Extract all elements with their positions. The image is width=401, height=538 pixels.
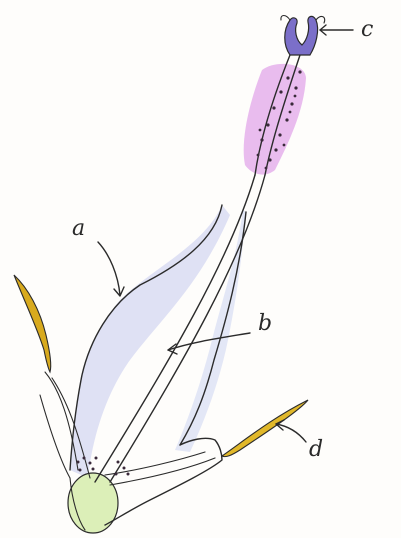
arrow-icon	[168, 333, 250, 350]
lemma-outline	[105, 438, 222, 525]
pollen-wash	[244, 64, 306, 175]
label-c: c	[361, 17, 373, 42]
stigma	[285, 16, 318, 55]
arrow-icon	[276, 424, 306, 442]
label-a: a	[72, 216, 85, 241]
bract-d	[222, 400, 308, 457]
stigma-curl-left	[281, 16, 290, 21]
label-d: d	[309, 437, 323, 462]
label-b: b	[258, 311, 272, 336]
bract-left	[14, 275, 51, 372]
arrow-icon	[98, 242, 120, 295]
